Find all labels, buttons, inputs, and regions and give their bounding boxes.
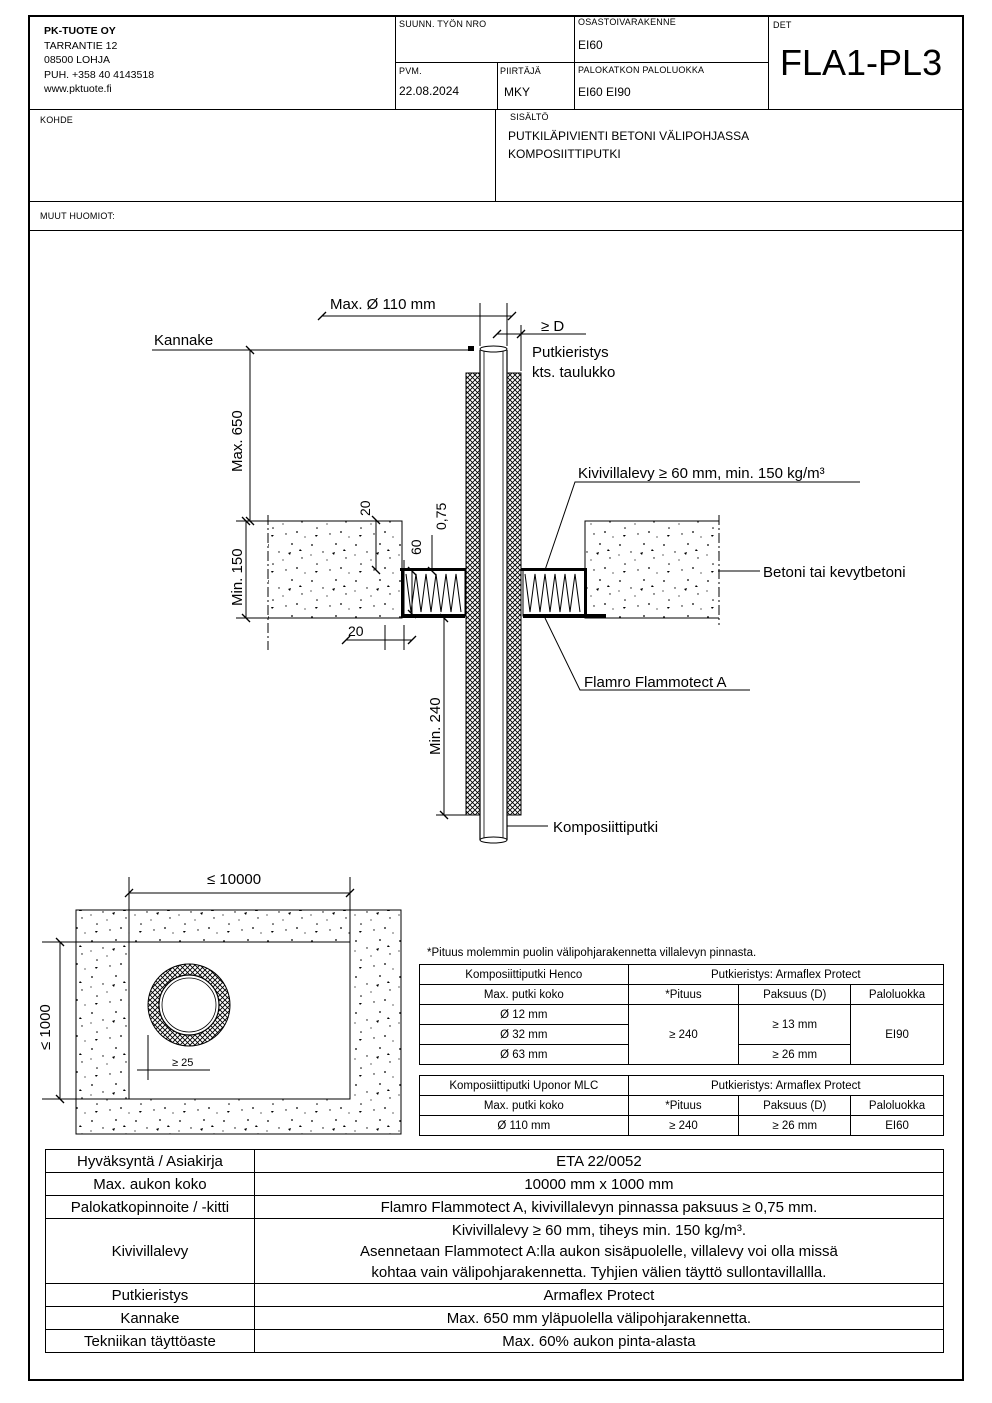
sisalto-label: SISÄLTÖ (510, 112, 549, 122)
uponor-col-size: Max. putki koko (419, 1095, 629, 1116)
uponor-size: Ø 110 mm (419, 1115, 629, 1136)
putkieristys-label-2: kts. taulukko (532, 364, 615, 381)
piirtaja-value: MKY (504, 85, 531, 99)
piirtaja-label: PIIRTÄJÄ (500, 66, 541, 76)
henco-col-class: Paloluokka (850, 984, 944, 1005)
spec-value-wool-line1: Kivivillalevy ≥ 60 mm, tiheys min. 150 k… (451, 1221, 746, 1239)
mineral-wool-boards (403, 569, 586, 617)
company-name: PK-TUOTE OY (44, 25, 116, 37)
flamro-label: Flamro Flammotect A (584, 674, 727, 691)
det-label: DET (773, 20, 792, 30)
uponor-class: EI60 (850, 1115, 944, 1136)
kivivilla-label: Kivivillalevy ≥ 60 mm, min. 150 kg/m³ (578, 465, 825, 482)
palo-value: EI60 EI90 (578, 85, 631, 99)
henco-col-length: *Pituus (627, 984, 740, 1005)
spec-value-coating: Flamro Flammotect A, kivivillalevyn pinn… (253, 1195, 945, 1219)
spec-label-coating: Palokatkopinnoite / -kitti (45, 1195, 255, 1219)
gap-label: ≥ 25 (172, 1057, 193, 1069)
uponor-thickness: ≥ 26 mm (738, 1115, 852, 1136)
min-d-label: ≥ D (541, 318, 564, 335)
plan-view: ≤ 10000 ≤ 1000 ≥ 25 (37, 871, 402, 1135)
pipe (468, 345, 508, 844)
slab-left (268, 521, 402, 618)
henco-insulation-title: Putkieristys: Armaflex Protect (627, 964, 945, 985)
sisalto-line2: KOMPOSIITTIPUTKI (508, 147, 621, 161)
spec-value-wool-line2: Asennetaan Flammotect A:lla aukon sisäpu… (360, 1242, 838, 1260)
henco-class: EI90 (850, 1004, 944, 1065)
henco-size-32: Ø 32 mm (419, 1024, 629, 1045)
section-drawing: Max. Ø 110 mm ≥ D Kannake Putkieristys k… (37, 296, 906, 1135)
uponor-length: ≥ 240 (627, 1115, 740, 1136)
dimension-lines (152, 303, 860, 827)
spec-label-max-opening: Max. aukon koko (45, 1172, 255, 1196)
spec-value-max-opening: 10000 mm x 1000 mm (253, 1172, 945, 1196)
pvm-label: PVM. (399, 66, 422, 76)
max-height-label: ≤ 1000 (37, 1004, 54, 1050)
henco-size-63: Ø 63 mm (419, 1044, 629, 1065)
insulation-left (465, 372, 481, 816)
spec-label-fill-rate: Tekniikan täyttöaste (45, 1329, 255, 1353)
slab-right (585, 521, 719, 618)
plan-pipe (158, 974, 220, 1036)
spec-value-insulation: Armaflex Protect (253, 1283, 945, 1307)
dim20-top-label: 20 (357, 500, 373, 516)
min150-label: Min. 150 (229, 548, 246, 606)
min240-label: Min. 240 (427, 697, 444, 755)
spec-label-approval: Hyväksyntä / Asiakirja (45, 1149, 255, 1173)
insulation-right (506, 372, 522, 816)
henco-size-12: Ø 12 mm (419, 1004, 629, 1025)
pvm-value: 22.08.2024 (399, 84, 460, 98)
dim20-bottom-label: 20 (348, 623, 364, 639)
uponor-title: Komposiittiputki Uponor MLC (419, 1075, 629, 1096)
drawing-frame (28, 15, 964, 1381)
suunn-label: SUUNN. TYÖN NRO (399, 19, 487, 29)
spec-value-fill-rate: Max. 60% aukon pinta-alasta (253, 1329, 945, 1353)
sisalto-line1: PUTKILÄPIVIENTI BETONI VÄLIPOHJASSA (508, 129, 750, 143)
henco-table: Komposiittiputki Henco Putkieristys: Arm… (419, 964, 945, 1065)
max650-label: Max. 650 (229, 410, 246, 472)
spec-value-wool-line3: kohtaa vain välipohjarakennetta. Tyhjien… (371, 1263, 827, 1281)
spec-value-wool: Kivivillalevy ≥ 60 mm, tiheys min. 150 k… (253, 1218, 945, 1284)
spec-label-support: Kannake (45, 1306, 255, 1330)
putkieristys-label-1: Putkieristys (532, 344, 609, 361)
dim60-label: 60 (408, 539, 424, 555)
company-city: 08500 LOHJA (44, 54, 110, 66)
muut-label: MUUT HUOMIOT: (40, 211, 115, 221)
kannake-label: Kannake (154, 332, 213, 349)
max-diameter-label: Max. Ø 110 mm (330, 296, 436, 313)
spec-label-wool: Kivivillalevy (45, 1218, 255, 1284)
spec-value-approval: ETA 22/0052 (253, 1149, 945, 1173)
max-width-label: ≤ 10000 (207, 871, 261, 888)
komposiitti-label: Komposiittiputki (553, 819, 658, 836)
spec-table: Hyväksyntä / Asiakirja ETA 22/0052 Max. … (45, 1149, 945, 1353)
henco-length: ≥ 240 (627, 1004, 740, 1065)
det-value: FLA1-PL3 (780, 42, 943, 83)
uponor-col-length: *Pituus (627, 1095, 740, 1116)
company-info: PK-TUOTE OY TARRANTIE 12 08500 LOHJA PUH… (44, 24, 154, 97)
betoni-label: Betoni tai kevytbetoni (763, 564, 906, 581)
uponor-insulation-title: Putkieristys: Armaflex Protect (627, 1075, 945, 1096)
henco-col-thickness: Paksuus (D) (738, 984, 852, 1005)
henco-thickness-2: ≥ 26 mm (738, 1044, 852, 1065)
company-phone: PUH. +358 40 4143518 (44, 68, 155, 81)
henco-col-size: Max. putki koko (419, 984, 629, 1005)
henco-thickness-1: ≥ 13 mm (738, 1004, 852, 1045)
uponor-col-thickness: Paksuus (D) (738, 1095, 852, 1116)
dim075-label: 0,75 (433, 503, 449, 530)
table-note: *Pituus molemmin puolin välipohjarakenne… (427, 947, 757, 959)
company-address: TARRANTIE 12 (44, 39, 118, 52)
henco-title: Komposiittiputki Henco (419, 964, 629, 985)
palo-label: PALOKATKON PALOLUOKKA (578, 65, 705, 75)
osasto-value: EI60 (578, 38, 603, 52)
spec-label-insulation: Putkieristys (45, 1283, 255, 1307)
uponor-col-class: Paloluokka (850, 1095, 944, 1116)
spec-value-support: Max. 650 mm yläpuolella välipohjarakenne… (253, 1306, 945, 1330)
osasto-label: OSASTOIVARAKENNE (578, 17, 676, 27)
kohde-label: KOHDE (40, 115, 74, 125)
company-web: www.pktuote.fi (44, 83, 112, 95)
uponor-table: Komposiittiputki Uponor MLC Putkieristys… (419, 1075, 945, 1136)
